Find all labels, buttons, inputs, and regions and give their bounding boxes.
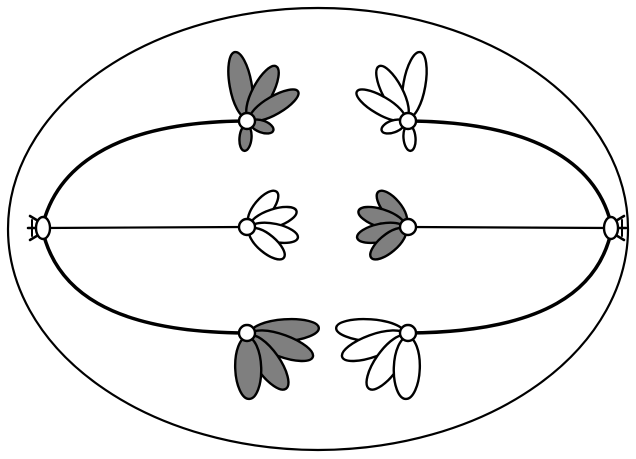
centromere-icon xyxy=(239,219,255,235)
centromere-icon xyxy=(400,219,416,235)
right-spindle xyxy=(408,121,612,333)
left-spindle xyxy=(42,121,245,333)
cell-membrane xyxy=(8,8,628,450)
spindle-fiber-right-middle xyxy=(408,227,612,228)
centromere-icon xyxy=(400,325,416,341)
spindle-fiber-left-bottom xyxy=(42,228,245,333)
spindle-fiber-right-bottom xyxy=(408,228,612,333)
centrosome-left-icon xyxy=(28,216,50,240)
chromosome-group-right-bottom xyxy=(335,317,420,399)
chromosome-group-left-bottom xyxy=(234,317,319,399)
spindle-fiber-left-top xyxy=(42,121,245,228)
spindle-fiber-left-middle xyxy=(42,227,245,228)
centromere-icon xyxy=(239,325,255,341)
centromere-icon xyxy=(400,113,416,129)
chromosome-group-right-middle xyxy=(355,186,416,265)
spindle-fiber-right-top xyxy=(408,121,612,228)
centrosome-right-icon xyxy=(604,216,626,240)
chromosome-group-left-middle xyxy=(239,186,300,265)
chromosome-groups xyxy=(224,50,431,399)
centromere-icon xyxy=(239,113,255,129)
chromosome-group-right-top xyxy=(352,50,431,151)
chromosome-group-left-top xyxy=(224,50,303,151)
